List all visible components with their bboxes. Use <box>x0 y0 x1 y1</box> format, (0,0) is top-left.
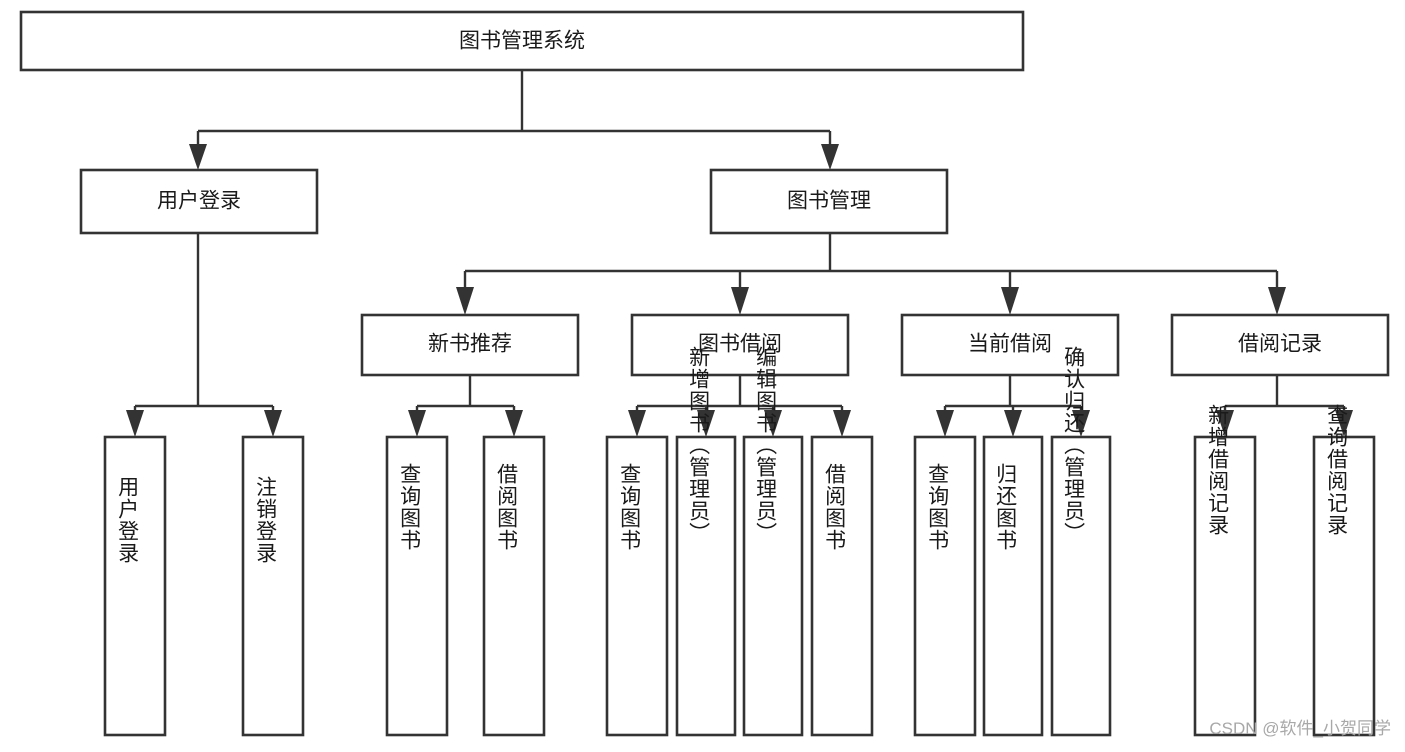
node-leaf-confirm-return-label: 确认归还（管理员） <box>1062 346 1086 544</box>
node-leaf-borrow-book-2[interactable]: 借阅图书 <box>810 435 874 737</box>
arrow-head-current-borrow <box>1001 287 1019 315</box>
node-user-login-box[interactable] <box>79 168 319 235</box>
node-leaf-return-book-label: 归还图书 <box>994 463 1018 551</box>
arrow-head-leaf-query-book-3 <box>936 410 954 437</box>
node-new-book-recommend[interactable]: 新书推荐 <box>360 313 580 377</box>
node-leaf-user-logout-label: 注销登录 <box>254 476 278 564</box>
node-root[interactable]: 图书管理系统 <box>19 10 1025 72</box>
node-leaf-query-record-box[interactable] <box>1312 435 1376 737</box>
node-leaf-edit-book[interactable]: 编辑图书（管理员） <box>742 346 804 737</box>
arrow-head-leaf-query-book-1 <box>408 410 426 437</box>
node-root-box[interactable] <box>19 10 1025 72</box>
arrow-head-leaf-user-login <box>126 410 144 437</box>
node-leaf-query-record-label: 查询借阅记录 <box>1325 404 1349 536</box>
node-leaf-query-book-2-label: 查询图书 <box>618 463 642 551</box>
node-new-book-recommend-label: 新书推荐 <box>428 333 512 356</box>
arrow-head-book-manage <box>821 144 839 170</box>
connector-group-borrow-record <box>1216 375 1353 437</box>
node-leaf-query-book-3[interactable]: 查询图书 <box>913 435 977 737</box>
node-book-manage-box[interactable] <box>709 168 949 235</box>
node-leaf-borrow-book-1-label: 借阅图书 <box>495 463 519 551</box>
connector-group-book-manage <box>456 233 1286 315</box>
connector-group-current-borrow <box>936 375 1090 437</box>
node-leaf-query-book-3-box[interactable] <box>913 435 977 737</box>
node-leaf-user-logout[interactable]: 注销登录 <box>241 435 305 737</box>
node-leaf-user-logout-box[interactable] <box>241 435 305 737</box>
arrow-head-user-login <box>189 144 207 170</box>
node-leaf-query-book-2[interactable]: 查询图书 <box>605 435 669 737</box>
node-leaf-query-book-3-label: 查询图书 <box>926 463 950 551</box>
node-borrow-record-box[interactable] <box>1170 313 1390 377</box>
node-current-borrow-box[interactable] <box>900 313 1120 377</box>
node-leaf-add-book-box[interactable] <box>675 435 737 737</box>
node-leaf-borrow-book-2-label: 借阅图书 <box>823 463 847 551</box>
connector-group-user-login <box>126 233 282 437</box>
node-borrow-record[interactable]: 借阅记录 <box>1170 313 1390 377</box>
node-leaf-return-book-box[interactable] <box>982 435 1044 737</box>
node-leaf-add-record-box[interactable] <box>1193 435 1257 737</box>
arrow-head-leaf-confirm-return <box>1072 410 1090 437</box>
node-leaf-query-book-1-label: 查询图书 <box>398 463 422 551</box>
node-leaf-add-record[interactable]: 新增借阅记录 <box>1193 404 1257 737</box>
node-leaf-add-record-label: 新增借阅记录 <box>1206 404 1230 536</box>
node-leaf-borrow-book-1[interactable]: 借阅图书 <box>482 435 546 737</box>
arrow-head-leaf-return-book <box>1004 410 1022 437</box>
node-user-login-label: 用户登录 <box>157 190 241 213</box>
node-leaf-query-book-1[interactable]: 查询图书 <box>385 435 449 737</box>
node-leaf-confirm-return-box[interactable] <box>1050 435 1112 737</box>
arrow-head-new-book-recommend <box>456 287 474 315</box>
node-current-borrow-label: 当前借阅 <box>968 333 1052 356</box>
connector-group-new-book-recommend <box>408 375 523 437</box>
node-book-manage[interactable]: 图书管理 <box>709 168 949 235</box>
node-root-label: 图书管理系统 <box>459 30 585 53</box>
node-leaf-edit-book-label: 编辑图书（管理员） <box>754 346 778 544</box>
node-leaf-query-book-1-box[interactable] <box>385 435 449 737</box>
node-leaf-add-book[interactable]: 新增图书（管理员） <box>675 346 737 737</box>
node-current-borrow[interactable]: 当前借阅 <box>900 313 1120 377</box>
node-borrow-record-label: 借阅记录 <box>1238 333 1322 356</box>
connector-group-book-borrow <box>628 375 851 437</box>
node-book-manage-label: 图书管理 <box>787 190 871 213</box>
arrow-head-book-borrow <box>731 287 749 315</box>
node-leaf-add-book-label: 新增图书（管理员） <box>687 346 711 544</box>
node-leaf-confirm-return[interactable]: 确认归还（管理员） <box>1050 346 1112 737</box>
node-leaf-query-book-2-box[interactable] <box>605 435 669 737</box>
arrow-head-leaf-add-book <box>697 410 715 437</box>
arrow-head-leaf-borrow-book-1 <box>505 410 523 437</box>
node-leaf-borrow-book-2-box[interactable] <box>810 435 874 737</box>
arrow-head-leaf-query-book-2 <box>628 410 646 437</box>
node-new-book-recommend-box[interactable] <box>360 313 580 377</box>
node-book-borrow-box[interactable] <box>630 313 850 377</box>
arrow-head-leaf-query-record <box>1335 410 1353 437</box>
node-book-borrow[interactable]: 图书借阅 <box>630 313 850 377</box>
arrow-head-leaf-user-logout <box>264 410 282 437</box>
node-leaf-query-record[interactable]: 查询借阅记录 <box>1312 404 1376 737</box>
node-leaf-user-login-label: 用户登录 <box>116 476 140 564</box>
node-leaf-edit-book-box[interactable] <box>742 435 804 737</box>
node-leaf-return-book[interactable]: 归还图书 <box>982 435 1044 737</box>
arrow-head-leaf-add-record <box>1216 410 1234 437</box>
node-leaf-user-login[interactable]: 用户登录 <box>103 435 167 737</box>
node-leaf-borrow-book-1-box[interactable] <box>482 435 546 737</box>
arrow-head-leaf-edit-book <box>764 410 782 437</box>
node-leaf-user-login-box[interactable] <box>103 435 167 737</box>
arrow-head-borrow-record <box>1268 287 1286 315</box>
arrow-head-leaf-borrow-book-2 <box>833 410 851 437</box>
node-book-borrow-label: 图书借阅 <box>698 333 782 356</box>
connector-group-root <box>189 70 839 170</box>
node-user-login[interactable]: 用户登录 <box>79 168 319 235</box>
